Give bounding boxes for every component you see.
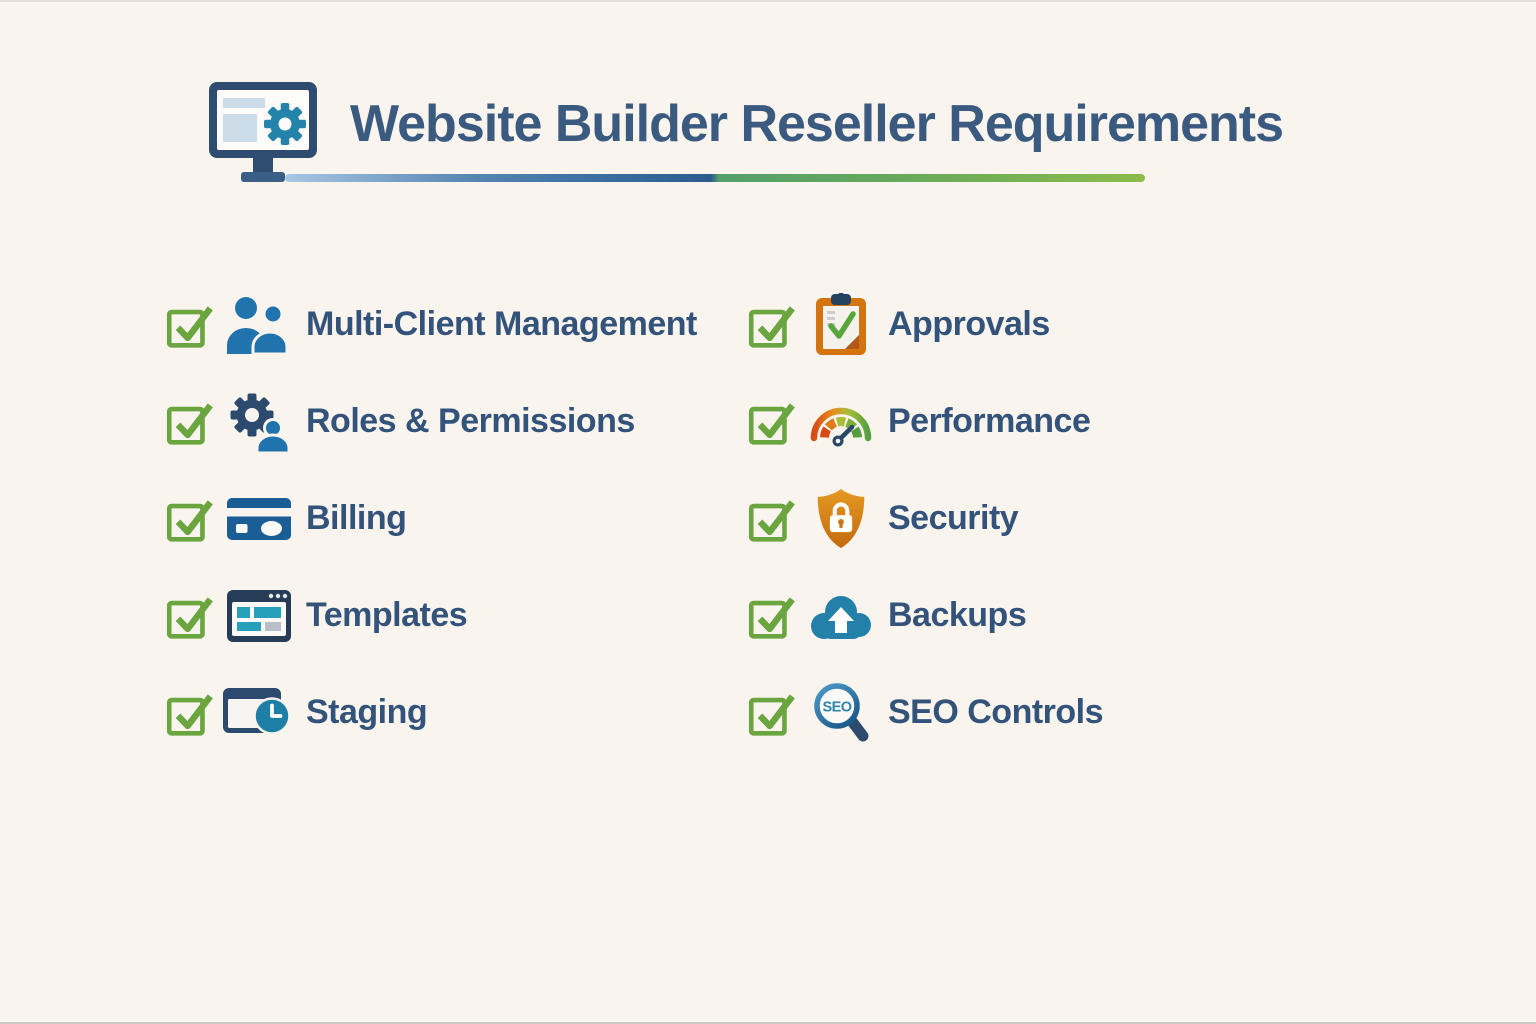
seo-icon-text: SEO [822, 699, 851, 715]
gear-user-icon [222, 391, 296, 453]
checklist-item-backups: Backups [748, 567, 1103, 664]
page-title: Website Builder Reseller Requirements [350, 95, 1284, 153]
item-label: Staging [306, 693, 428, 731]
checkbox-checked-icon [748, 589, 796, 643]
gauge-icon [804, 394, 878, 450]
checklist-item-staging: Staging [166, 664, 697, 761]
item-label: Performance [888, 402, 1091, 440]
item-label: Backups [888, 596, 1027, 634]
checklist-item-roles: Roles & Permissions [166, 373, 697, 470]
browser-clock-icon [222, 684, 296, 742]
item-label: Security [888, 499, 1019, 537]
checklist-item-multi-client: Multi-Client Management [166, 276, 697, 373]
clipboard-check-icon [804, 292, 878, 357]
checkbox-checked-icon [166, 492, 214, 546]
item-label: Multi-Client Management [306, 305, 697, 343]
credit-card-icon [222, 496, 296, 542]
checklist-item-security: Security [748, 470, 1103, 567]
checkbox-checked-icon [166, 395, 214, 449]
checkbox-checked-icon [748, 686, 796, 740]
checklist-right-column: Approvals [748, 276, 1104, 761]
checkbox-checked-icon [748, 298, 796, 352]
checkbox-checked-icon [748, 395, 796, 449]
checklist-item-performance: Performance [748, 373, 1103, 470]
seo-magnifier-icon: SEO [804, 679, 878, 747]
item-label: Approvals [888, 305, 1050, 343]
title-underline [285, 174, 1145, 182]
checklist-item-approvals: Approvals [748, 276, 1103, 373]
cloud-upload-icon [804, 590, 878, 642]
shield-lock-icon [804, 487, 878, 551]
item-label: Roles & Permissions [306, 402, 635, 440]
bottom-border [0, 1022, 1536, 1024]
item-label: Templates [306, 596, 468, 634]
browser-layout-icon [222, 589, 296, 643]
checkbox-checked-icon [166, 686, 214, 740]
top-border [0, 0, 1536, 2]
checklist-left-column: Multi-Client Management [166, 276, 697, 761]
checklist-item-billing: Billing [166, 470, 697, 567]
checkbox-checked-icon [166, 298, 214, 352]
checkbox-checked-icon [748, 492, 796, 546]
checklist-item-seo: SEO SEO Controls [748, 664, 1104, 761]
monitor-gear-icon [209, 82, 317, 182]
users-icon [222, 296, 296, 354]
item-label: Billing [306, 499, 407, 537]
item-label: SEO Controls [888, 693, 1104, 731]
checklist-item-templates: Templates [166, 567, 697, 664]
checkbox-checked-icon [166, 589, 214, 643]
